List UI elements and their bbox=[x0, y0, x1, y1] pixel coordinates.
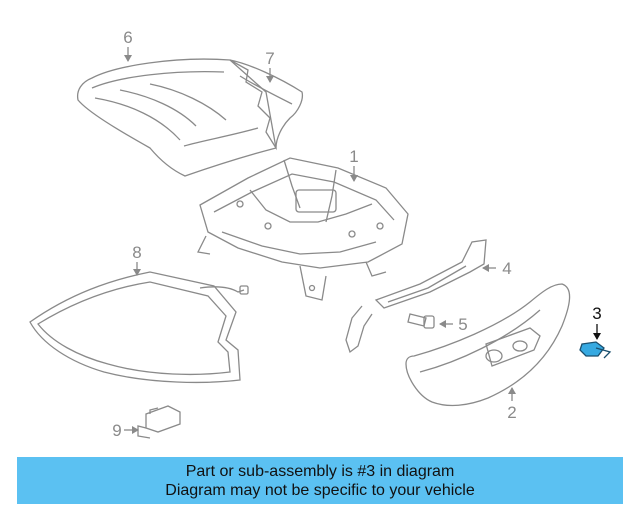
part-2-side-shield[interactable] bbox=[405, 283, 571, 407]
part-1-seat-frame[interactable] bbox=[197, 157, 409, 301]
callout-3: 3 bbox=[592, 304, 601, 323]
part-3-clip[interactable] bbox=[579, 341, 612, 359]
info-banner: Part or sub-assembly is #3 in diagram Di… bbox=[17, 457, 623, 504]
callout-2: 2 bbox=[507, 403, 516, 422]
part-7-cushion-cover[interactable] bbox=[229, 59, 304, 151]
banner-line-part-reference: Part or sub-assembly is #3 in diagram bbox=[185, 462, 455, 480]
part-5-bolt[interactable] bbox=[407, 313, 435, 329]
banner-line-disclaimer: Diagram may not be specific to your vehi… bbox=[165, 481, 475, 499]
callout-6: 6 bbox=[123, 28, 132, 47]
callout-7: 7 bbox=[265, 49, 274, 68]
callout-8: 8 bbox=[132, 243, 141, 262]
callout-4: 4 bbox=[502, 259, 511, 278]
leader-arrows bbox=[124, 47, 601, 434]
callout-5: 5 bbox=[458, 315, 467, 334]
part-9-connector[interactable] bbox=[137, 405, 181, 439]
part-4-side-bracket[interactable] bbox=[345, 239, 487, 354]
callout-9: 9 bbox=[112, 421, 121, 440]
part-8-seat-mat[interactable] bbox=[29, 271, 249, 384]
part-6-cushion-pad[interactable] bbox=[76, 58, 277, 177]
callout-1: 1 bbox=[349, 147, 358, 166]
